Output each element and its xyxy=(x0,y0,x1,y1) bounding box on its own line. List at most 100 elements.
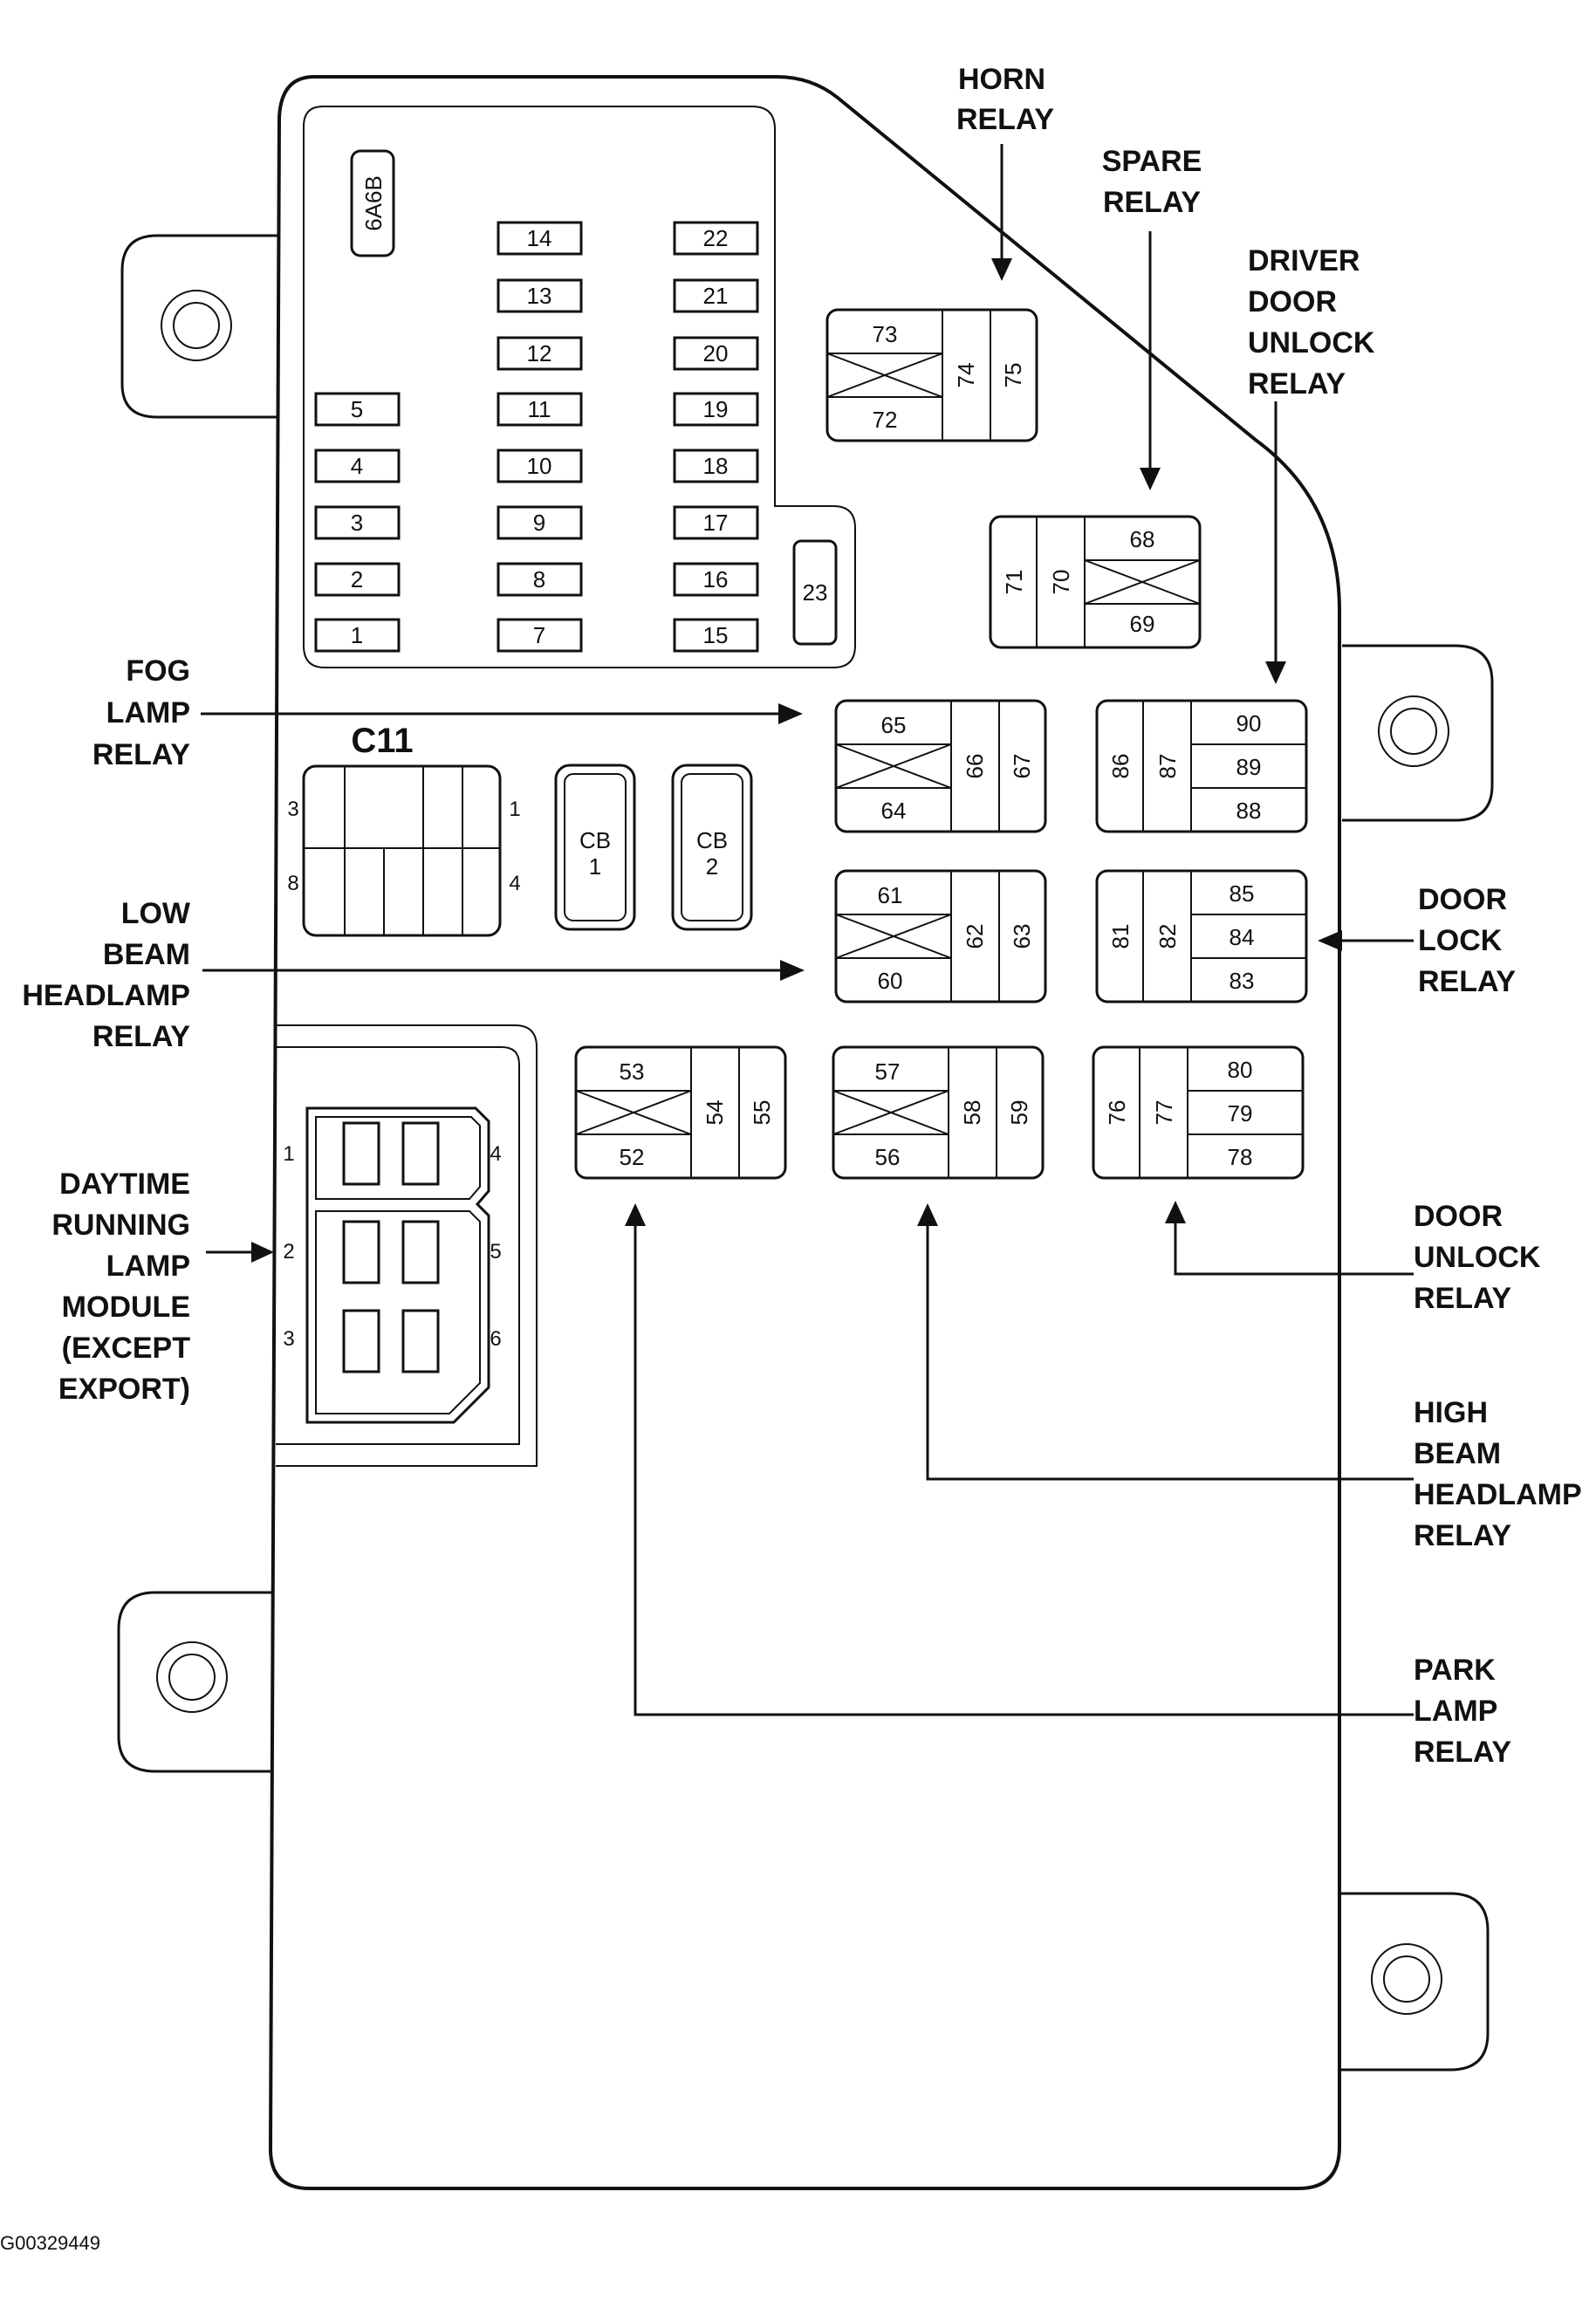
svg-text:84: 84 xyxy=(1230,924,1255,950)
spare-relay: 71 70 68 69 xyxy=(989,515,1202,649)
svg-text:52: 52 xyxy=(620,1144,645,1170)
svg-text:66: 66 xyxy=(962,754,988,779)
svg-text:LOW: LOW xyxy=(121,897,191,930)
fuse-10: 10 xyxy=(497,449,583,483)
svg-text:2: 2 xyxy=(706,853,718,880)
svg-text:LOCK: LOCK xyxy=(1418,924,1503,957)
fuse-3: 3 xyxy=(314,505,401,540)
svg-text:RELAY: RELAY xyxy=(92,1020,190,1053)
fuse-17: 17 xyxy=(673,505,759,540)
svg-text:54: 54 xyxy=(702,1100,728,1126)
svg-text:HORN: HORN xyxy=(958,63,1045,96)
connector-c11: C11 3 1 8 4 xyxy=(287,722,521,937)
svg-text:DAYTIME: DAYTIME xyxy=(59,1168,190,1201)
fuse-panel xyxy=(303,106,856,668)
svg-text:RELAY: RELAY xyxy=(1418,965,1516,998)
fuse-7: 7 xyxy=(497,618,583,653)
fuse-16: 16 xyxy=(673,562,759,597)
svg-text:6: 6 xyxy=(490,1327,501,1351)
svg-text:HIGH: HIGH xyxy=(1414,1396,1488,1429)
svg-text:RELAY: RELAY xyxy=(956,103,1054,136)
door-unlock-relay: 76 77 80 79 78 xyxy=(1092,1045,1305,1180)
svg-text:59: 59 xyxy=(1006,1100,1032,1126)
fuse-13: 13 xyxy=(497,278,583,313)
svg-text:DRIVER: DRIVER xyxy=(1248,244,1360,277)
spare-fuse-holder: 6A6B xyxy=(350,149,395,257)
svg-text:9: 9 xyxy=(533,510,545,536)
svg-text:70: 70 xyxy=(1048,570,1074,595)
svg-text:18: 18 xyxy=(703,453,729,479)
callout-door-lock-relay: DOOR LOCK RELAY xyxy=(1418,883,1516,998)
svg-text:77: 77 xyxy=(1151,1100,1177,1126)
svg-text:10: 10 xyxy=(527,453,552,479)
figure-id: G00329449 xyxy=(0,2232,100,2254)
svg-text:RELAY: RELAY xyxy=(1248,367,1346,401)
svg-text:20: 20 xyxy=(703,340,729,366)
svg-text:UNLOCK: UNLOCK xyxy=(1248,326,1375,360)
circuit-breaker-2: CB 2 xyxy=(671,764,753,931)
svg-text:80: 80 xyxy=(1228,1057,1253,1083)
svg-text:61: 61 xyxy=(878,882,903,908)
svg-text:68: 68 xyxy=(1130,526,1155,552)
callout-door-unlock-relay: DOOR UNLOCK RELAY xyxy=(1414,1200,1541,1315)
horn-relay: 73 72 74 75 xyxy=(825,308,1038,442)
fuse-14: 14 xyxy=(497,221,583,256)
svg-text:PARK: PARK xyxy=(1414,1654,1496,1687)
fuse-5: 5 xyxy=(314,392,401,427)
svg-text:75: 75 xyxy=(1000,363,1026,388)
callout-low-beam-headlamp-relay: LOW BEAM HEADLAMP RELAY xyxy=(22,897,191,1053)
svg-text:83: 83 xyxy=(1230,968,1255,994)
mounting-tab-lower-left xyxy=(117,1591,272,1773)
svg-text:3: 3 xyxy=(287,798,298,821)
fuse-21: 21 xyxy=(673,278,759,313)
svg-text:63: 63 xyxy=(1009,924,1035,949)
callout-park-lamp-relay: PARK LAMP RELAY xyxy=(1414,1654,1511,1769)
svg-text:DOOR: DOOR xyxy=(1418,883,1507,916)
svg-text:FOG: FOG xyxy=(126,654,190,688)
svg-text:1: 1 xyxy=(509,798,520,821)
low-beam-headlamp-relay: 61 60 62 63 xyxy=(834,869,1047,1003)
fuse-1: 1 xyxy=(314,618,401,653)
svg-text:17: 17 xyxy=(703,510,729,536)
fuse-2: 2 xyxy=(314,562,401,597)
fuse-20: 20 xyxy=(673,336,759,371)
svg-text:82: 82 xyxy=(1154,924,1181,949)
svg-text:(EXCEPT: (EXCEPT xyxy=(62,1332,191,1365)
drl-module: 1 4 2 5 3 6 xyxy=(276,1024,538,1467)
svg-text:85: 85 xyxy=(1230,880,1255,907)
callout-driver-door-unlock-relay: DRIVER DOOR UNLOCK RELAY xyxy=(1248,244,1375,401)
fuse-19: 19 xyxy=(673,392,759,427)
mounting-tab-right-lower xyxy=(1335,1892,1490,2072)
svg-text:73: 73 xyxy=(873,321,898,347)
svg-text:BEAM: BEAM xyxy=(1414,1437,1501,1470)
callout-high-beam-headlamp-relay: HIGH BEAM HEADLAMP RELAY xyxy=(1414,1396,1582,1552)
svg-text:SPARE: SPARE xyxy=(1102,145,1202,178)
svg-text:11: 11 xyxy=(528,396,551,422)
svg-text:HEADLAMP: HEADLAMP xyxy=(1414,1478,1582,1511)
door-lock-relay: 81 82 85 84 83 xyxy=(1095,869,1308,1003)
fuse-9: 9 xyxy=(497,505,583,540)
svg-text:67: 67 xyxy=(1009,754,1035,779)
svg-text:86: 86 xyxy=(1107,754,1134,779)
svg-text:LAMP: LAMP xyxy=(1414,1695,1497,1728)
svg-text:87: 87 xyxy=(1154,754,1181,779)
svg-text:DOOR: DOOR xyxy=(1414,1200,1503,1233)
svg-text:65: 65 xyxy=(881,712,907,738)
svg-text:8: 8 xyxy=(533,566,545,592)
svg-text:56: 56 xyxy=(875,1144,901,1170)
svg-text:21: 21 xyxy=(703,283,729,309)
svg-text:5: 5 xyxy=(490,1240,501,1264)
fuse-15: 15 xyxy=(673,618,759,653)
fuse-12: 12 xyxy=(497,336,583,371)
svg-text:RELAY: RELAY xyxy=(1414,1282,1511,1315)
circuit-breaker-1: CB 1 xyxy=(554,764,636,931)
svg-text:19: 19 xyxy=(703,396,729,422)
svg-text:EXPORT): EXPORT) xyxy=(58,1373,190,1406)
svg-text:RELAY: RELAY xyxy=(1103,186,1201,219)
mini-fuses: 1 2 3 4 5 6 7 8 9 10 11 12 13 14 15 16 1… xyxy=(314,221,759,653)
svg-text:88: 88 xyxy=(1236,798,1262,824)
svg-text:1: 1 xyxy=(283,1142,294,1166)
svg-text:1: 1 xyxy=(351,622,363,648)
svg-text:22: 22 xyxy=(703,225,729,251)
svg-text:12: 12 xyxy=(527,340,552,366)
